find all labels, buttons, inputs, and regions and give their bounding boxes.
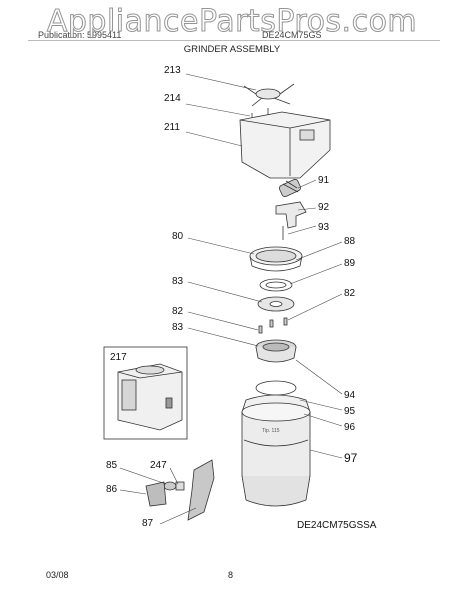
callout-88: 88	[344, 236, 356, 247]
callout-87: 87	[142, 518, 154, 529]
page-number: 8	[228, 570, 234, 580]
callout-82: 82	[172, 306, 184, 317]
callout-82: 82	[344, 288, 356, 299]
callout-94: 94	[344, 390, 356, 401]
part-83-disc	[257, 296, 295, 312]
callout-91: 91	[318, 175, 330, 186]
callout-97: 97	[344, 451, 358, 465]
section-title: GRINDER ASSEMBLY	[183, 44, 281, 55]
callout-83: 83	[172, 276, 184, 287]
callout-95: 95	[344, 406, 356, 417]
callout-83: 83	[172, 322, 184, 333]
part-92-bracket	[275, 201, 307, 229]
callout-217: 217	[110, 352, 127, 363]
header-rule	[28, 40, 440, 41]
callout-85: 85	[106, 460, 118, 471]
part-89-ring	[259, 278, 293, 292]
part-91-auger	[278, 178, 302, 198]
callout-211: 211	[164, 122, 180, 133]
callout-214: 214	[164, 93, 181, 104]
part-82-screws	[258, 317, 288, 334]
svg-text:Tip. 115: Tip. 115	[262, 428, 280, 434]
callout-92: 92	[318, 202, 330, 213]
callout-247: 247	[150, 460, 167, 471]
callout-96: 96	[344, 422, 356, 433]
footer-date: 03/08	[46, 570, 69, 580]
leader-lines	[119, 73, 343, 525]
callout-labels: 213 214 211 91 92 93 80 88 89 83 82 82 8…	[106, 65, 358, 529]
part-87-chute	[187, 459, 215, 521]
part-211-housing	[239, 111, 331, 179]
part-213-bracket	[243, 83, 295, 107]
inset-217	[103, 346, 188, 440]
callout-213: 213	[164, 65, 181, 76]
publication-label: Publication: 5995411	[38, 30, 122, 40]
watermark: AppliancePartsPros.com	[46, 4, 418, 40]
part-86-clip	[145, 481, 167, 507]
model-header-label: DE24CM75GS	[262, 30, 322, 40]
part-97-motor-housing: Tip. 115	[241, 380, 311, 507]
part-89-inner	[265, 281, 287, 289]
part-83-grinder	[255, 339, 297, 363]
callout-80: 80	[172, 231, 184, 242]
callout-86: 86	[106, 484, 118, 495]
callout-93: 93	[318, 222, 330, 233]
callout-89: 89	[344, 258, 356, 269]
model-code: DE24CM75GSSA	[297, 520, 377, 531]
part-80-ring	[249, 246, 303, 272]
part-85-247	[163, 481, 185, 491]
